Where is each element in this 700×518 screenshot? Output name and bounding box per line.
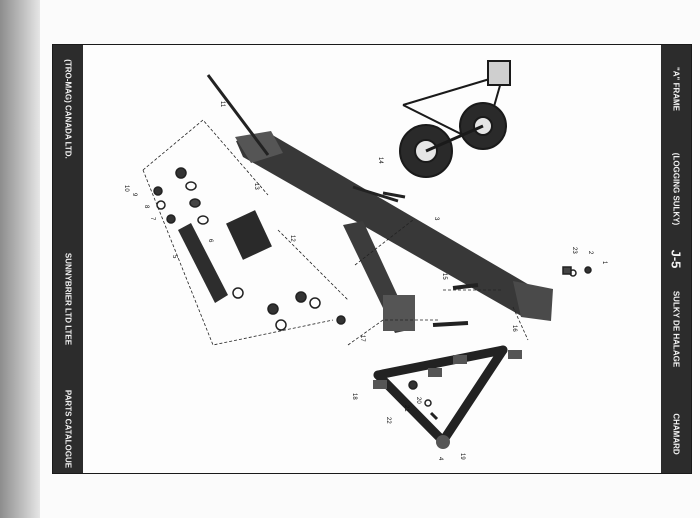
left-bar-middle-text: SUNNYBRIER LTD LTEE xyxy=(63,252,73,346)
assembly-lines xyxy=(142,119,529,346)
part-label-6: 6 xyxy=(207,239,213,243)
left-bar-bottom-text: PARTS CATALOGUE xyxy=(63,389,73,469)
front-leg xyxy=(343,221,415,333)
a-frame xyxy=(373,345,508,446)
part-label-17: 17 xyxy=(359,335,365,342)
part-label-4: 4 xyxy=(437,457,443,461)
left-title-bar: (TRO-MAG) CANADA LTD. SUNNYBRIER LTD LTE… xyxy=(53,45,83,473)
part-label-11: 11 xyxy=(219,101,225,108)
part-label-7: 7 xyxy=(149,217,155,221)
part-label-10: 10 xyxy=(123,185,129,192)
part-label-21: 21 xyxy=(403,405,409,412)
binder-edge xyxy=(0,0,40,518)
section-subtitle-fr: SULKY DE HALAGE xyxy=(671,290,681,368)
part-number-labels: 11 14 3 1 2 23 10 9 8 7 6 5 13 12 15 16 … xyxy=(123,101,607,461)
part-label-12: 12 xyxy=(289,235,295,242)
part-label-2: 2 xyxy=(587,251,593,255)
part-label-23: 23 xyxy=(571,247,577,254)
section-subtitle: (LOGGING SULKY) xyxy=(671,152,681,226)
right-title-bar: "A" FRAME (LOGGING SULKY) J-5 SULKY DE H… xyxy=(661,45,691,473)
part-label-15: 15 xyxy=(441,273,447,280)
part-label-9: 9 xyxy=(131,193,137,197)
part-label-18: 18 xyxy=(351,393,357,400)
part-label-20: 20 xyxy=(415,397,421,404)
brand-name: CHAMARD xyxy=(671,413,681,455)
exploded-parts-diagram: 11 14 3 1 2 23 10 9 8 7 6 5 13 12 15 16 … xyxy=(123,60,607,461)
part-label-19: 19 xyxy=(459,453,465,460)
left-bar-top-text: (TRO-MAG) CANADA LTD. xyxy=(63,59,73,159)
part-label-14: 14 xyxy=(377,157,383,164)
part-label-16: 16 xyxy=(511,325,517,332)
section-title: "A" FRAME xyxy=(671,66,681,112)
small-parts xyxy=(153,167,592,421)
model-number: J-5 xyxy=(668,249,684,269)
sulky-illustration xyxy=(399,60,511,178)
diagram-frame: (TRO-MAG) CANADA LTD. SUNNYBRIER LTD LTE… xyxy=(52,44,692,474)
part-label-13: 13 xyxy=(253,183,259,190)
part-label-8: 8 xyxy=(143,205,149,209)
hub-assembly xyxy=(178,74,399,303)
part-label-5: 5 xyxy=(171,255,177,259)
part-label-22: 22 xyxy=(385,417,391,424)
main-beam xyxy=(235,131,553,321)
a-frame-bushings xyxy=(373,350,522,449)
part-label-3: 3 xyxy=(433,217,439,221)
part-label-1: 1 xyxy=(601,261,607,265)
